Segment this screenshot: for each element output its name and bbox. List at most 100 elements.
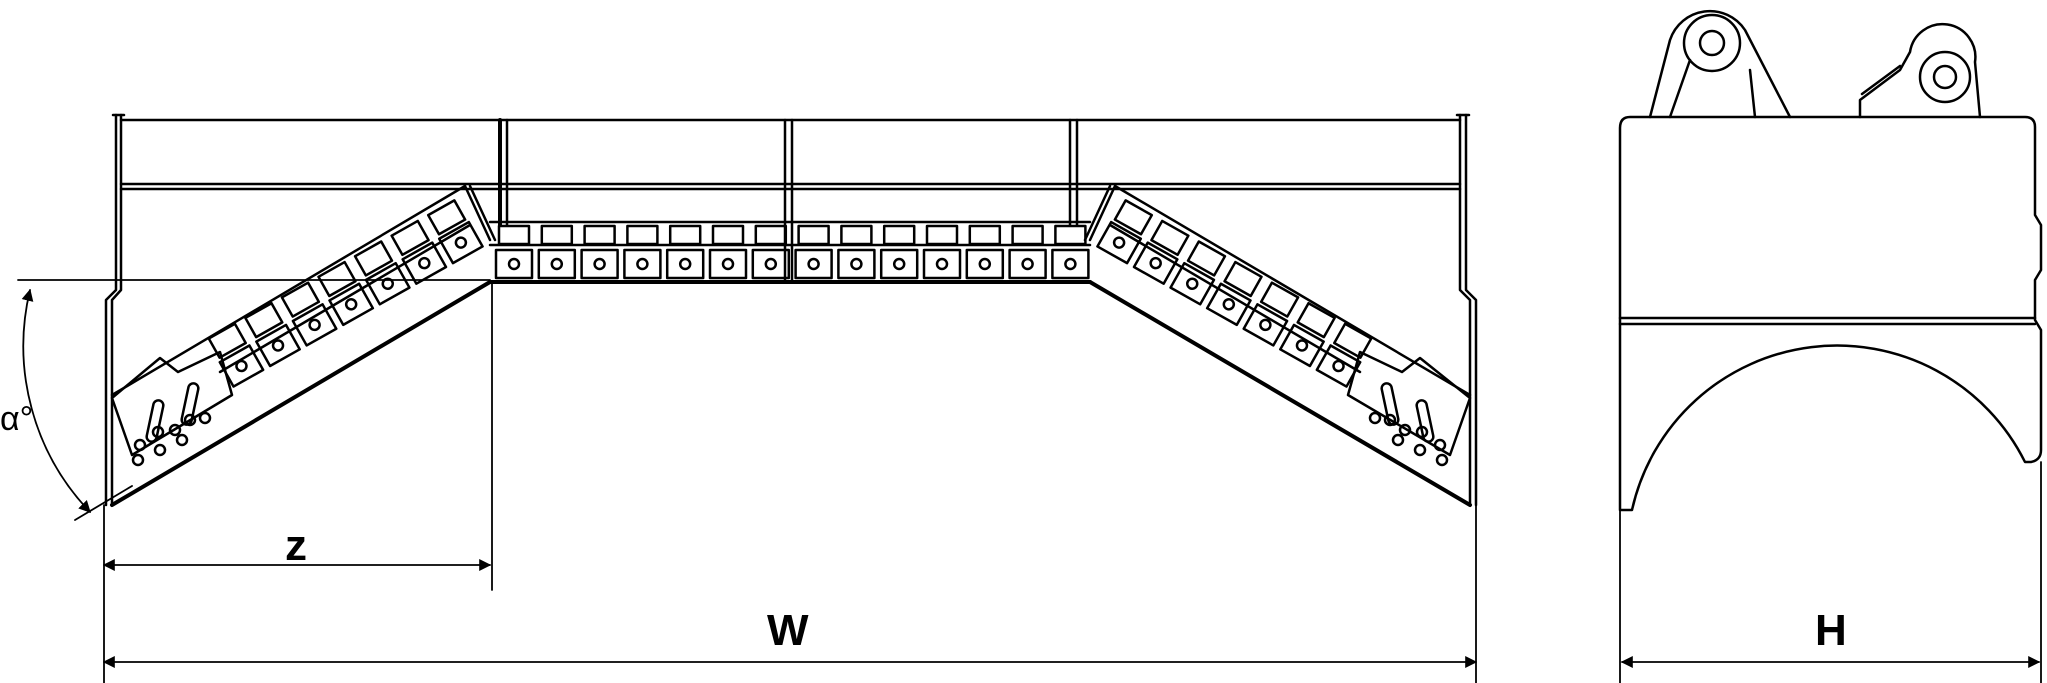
- bolt-hole: [550, 257, 564, 271]
- trough-cell-top: [497, 224, 531, 246]
- z-dimension: z: [102, 281, 493, 591]
- plate-hole: [131, 453, 145, 467]
- plate-hole: [175, 433, 189, 447]
- wing-cell-box: [1169, 261, 1216, 306]
- wing-cell-top: [1150, 219, 1190, 257]
- trough-cell-top: [754, 224, 788, 246]
- wing-cell-box: [437, 220, 484, 265]
- trough-cell: [708, 248, 748, 280]
- wing-cell-box: [1242, 303, 1289, 347]
- wing-cell: [317, 260, 375, 327]
- wing-cell-box: [401, 241, 448, 285]
- bolt-hole: [344, 298, 358, 311]
- h-label: H: [1815, 606, 1847, 655]
- wing-cell-top: [426, 199, 467, 236]
- slot: [1415, 399, 1435, 443]
- wing-cell-box: [255, 323, 301, 368]
- slot: [1380, 382, 1400, 426]
- bolt-hole: [678, 257, 692, 271]
- wing-cell-top: [390, 219, 430, 257]
- trough-cell: [623, 248, 662, 280]
- trough-cell-top: [925, 224, 959, 246]
- trough-cell-top: [626, 224, 659, 246]
- trough-cell: [537, 248, 577, 280]
- wing-cell-top: [280, 281, 321, 318]
- bolt-hole: [381, 277, 394, 290]
- bolt-hole: [507, 257, 521, 271]
- wing-cell-top: [1223, 260, 1263, 298]
- lifting-lug-right: [1858, 22, 1982, 119]
- angle-dimension: α°: [0, 279, 491, 521]
- plate-hole: [1435, 453, 1449, 467]
- lifting-lug-left: [1648, 9, 1792, 119]
- wing-cell-top: [244, 301, 284, 339]
- wing-cell-box: [1279, 323, 1325, 368]
- w-dimension: W: [102, 504, 1478, 683]
- bolt-hole: [235, 359, 248, 373]
- wing-cell: [1132, 219, 1190, 285]
- bolt-hole: [593, 257, 606, 271]
- left-end-post: [104, 113, 126, 507]
- trough-cell-top: [968, 224, 1002, 246]
- plate-hole: [1391, 433, 1405, 447]
- trough-cell: [922, 248, 962, 280]
- hanger-rods: [498, 118, 1079, 282]
- trough-cell-top: [1054, 224, 1087, 246]
- wing-cell-box: [328, 282, 375, 327]
- plate-hole: [133, 438, 147, 452]
- trough-cell: [1051, 248, 1090, 280]
- bolt-hole: [721, 257, 735, 271]
- trough-cell: [879, 248, 919, 280]
- side-body: [1618, 115, 2043, 512]
- bolt-hole: [1149, 256, 1162, 270]
- trough-cell: [494, 248, 534, 280]
- wing-cell-top: [1296, 301, 1336, 339]
- plate-hole: [1398, 423, 1412, 437]
- plate-hole: [1383, 413, 1397, 427]
- plate-hole: [168, 423, 182, 437]
- bolt-hole: [454, 236, 468, 249]
- trough-cell: [665, 248, 705, 280]
- wing-cell-top: [353, 240, 394, 277]
- angle-label: α°: [0, 400, 33, 438]
- center-trough: [488, 220, 1092, 284]
- plate-hole: [1433, 438, 1447, 452]
- wing-cell: [1242, 281, 1300, 347]
- bolt-hole: [1295, 339, 1309, 352]
- h-dimension: H: [1619, 461, 2042, 683]
- trough-cell: [837, 248, 876, 280]
- bolt-hole: [1186, 277, 1199, 290]
- right-end-post: [1455, 113, 1478, 507]
- side-view: [1618, 9, 2043, 512]
- wing-cell: [1279, 301, 1336, 368]
- trough-cell: [794, 248, 833, 280]
- plate-hole: [153, 443, 167, 457]
- trough-cell-top: [540, 224, 574, 246]
- top-beam: [119, 118, 1462, 191]
- wing-cell-box: [291, 303, 338, 347]
- trough-cell-top: [711, 224, 745, 246]
- bolt-hole: [1222, 298, 1236, 311]
- trough-cell-top: [583, 224, 616, 246]
- plate-hole: [198, 411, 212, 425]
- trough-cell: [965, 248, 1005, 280]
- wing-cell-top: [1333, 322, 1373, 359]
- trough-cell-top: [882, 224, 916, 246]
- bolt-hole: [1259, 318, 1272, 332]
- bolt-hole: [1021, 257, 1034, 271]
- wing-cell-top: [1113, 199, 1154, 236]
- wing-cell: [426, 199, 484, 265]
- bolt-hole: [636, 257, 649, 271]
- trough-cell: [751, 248, 791, 280]
- bolt-hole: [308, 318, 321, 332]
- z-label: z: [285, 521, 307, 570]
- bolt-hole: [935, 257, 949, 271]
- bolt-hole: [1064, 257, 1077, 271]
- wing-cell: [390, 219, 448, 285]
- wing-cell-box: [1096, 220, 1143, 265]
- plate-hole: [1413, 443, 1427, 457]
- trough-cell: [1008, 248, 1047, 280]
- trough-cell-top: [797, 224, 830, 246]
- dimensions: α° z W H: [0, 279, 2042, 683]
